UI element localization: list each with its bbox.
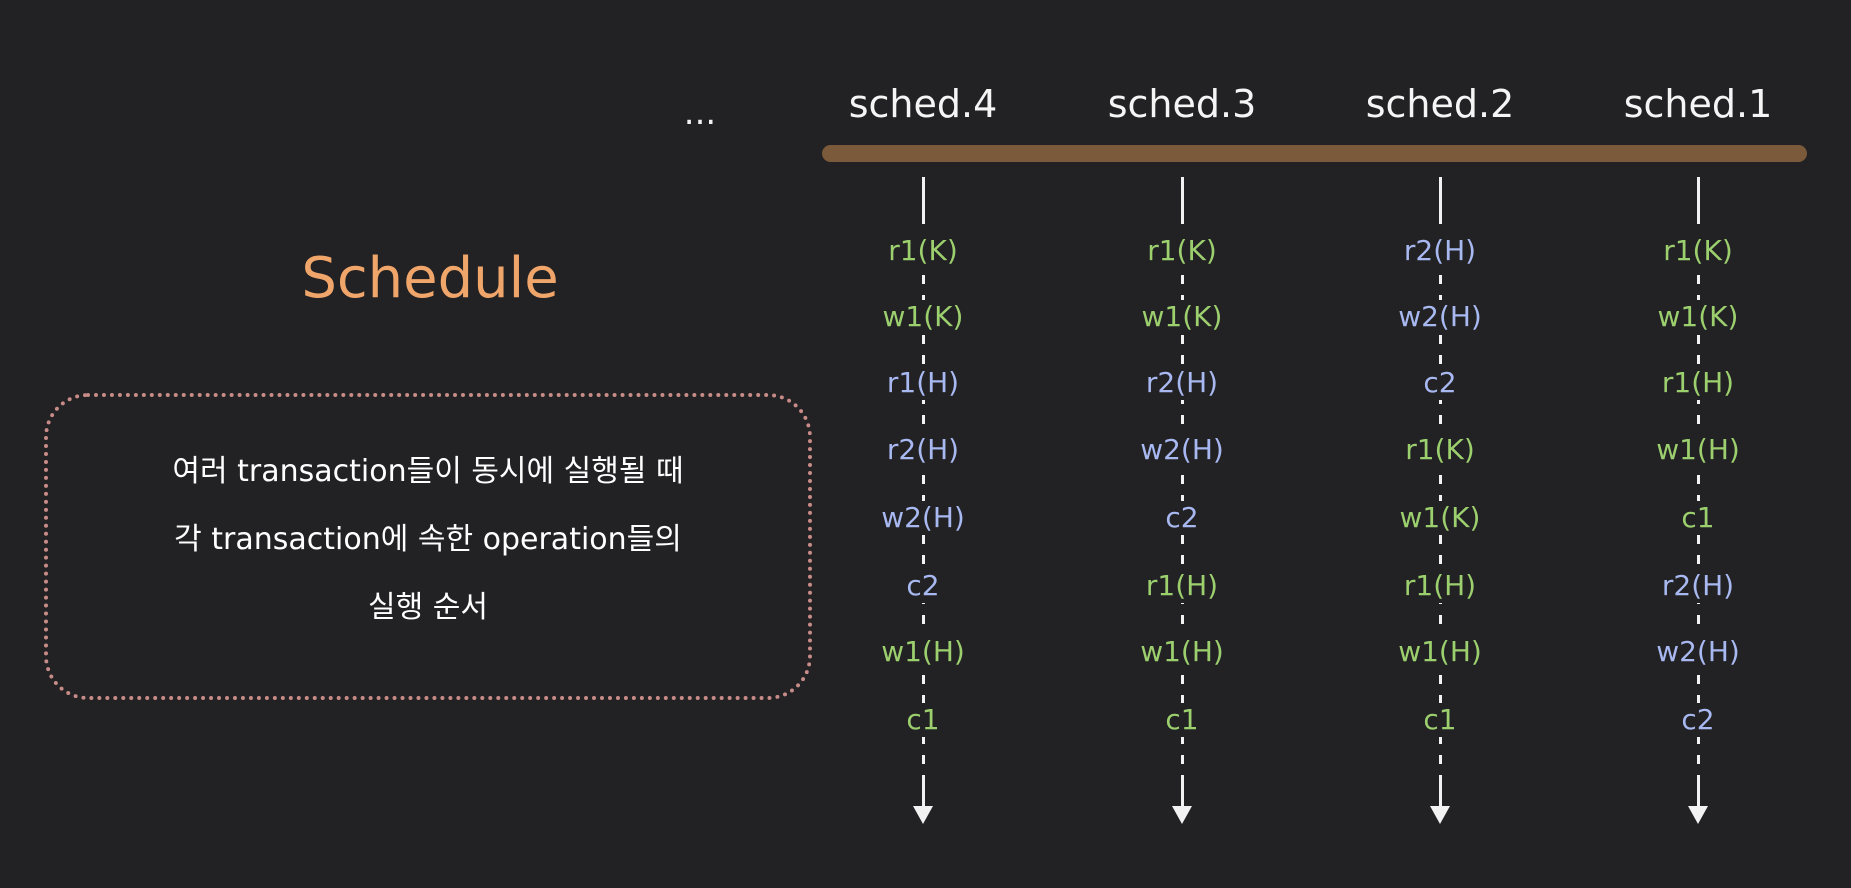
operation: r1(H) — [1618, 366, 1778, 400]
operation: w1(H) — [1102, 635, 1262, 669]
timeline-line-top — [1697, 177, 1700, 215]
timeline-line-top — [1439, 177, 1442, 215]
timeline-line-dashed — [1697, 215, 1700, 777]
operation: c1 — [1360, 703, 1520, 737]
definition-line-1: 여러 transaction들이 동시에 실행될 때 — [172, 454, 684, 489]
operation: r2(H) — [1102, 366, 1262, 400]
timeline-line-dashed — [922, 215, 925, 777]
operation: c2 — [1360, 366, 1520, 400]
operation: w2(H) — [1360, 300, 1520, 334]
operation: w1(H) — [1618, 433, 1778, 467]
timeline-line-bottom — [1181, 777, 1184, 817]
operation: w2(H) — [1102, 433, 1262, 467]
operation: r1(K) — [843, 234, 1003, 268]
timeline-line-bottom — [922, 777, 925, 817]
operation: c1 — [1102, 703, 1262, 737]
operation: c2 — [1618, 703, 1778, 737]
timeline-line-dashed — [1439, 215, 1442, 777]
operation: w1(H) — [1360, 635, 1520, 669]
schedule-header-1: sched.1 — [1623, 82, 1773, 126]
operation: c1 — [1618, 501, 1778, 535]
operation: c2 — [843, 569, 1003, 603]
operation: c1 — [843, 703, 1003, 737]
operation: w1(K) — [843, 300, 1003, 334]
operation: r1(K) — [1360, 433, 1520, 467]
arrow-down-icon — [1430, 806, 1450, 824]
schedule-header-3: sched.3 — [1107, 82, 1257, 126]
operation: w1(K) — [1360, 501, 1520, 535]
operation: r1(H) — [1360, 569, 1520, 603]
schedule-header-2: sched.2 — [1365, 82, 1515, 126]
timeline-line-top — [1181, 177, 1184, 215]
operation: w2(H) — [843, 501, 1003, 535]
operation: w2(H) — [1618, 635, 1778, 669]
timeline-line-bottom — [1697, 777, 1700, 817]
definition-line-2: 각 transaction에 속한 operation들의 — [174, 522, 682, 557]
arrow-down-icon — [1172, 806, 1192, 824]
operation: w1(H) — [843, 635, 1003, 669]
timeline-line-top — [922, 177, 925, 215]
operation: c2 — [1102, 501, 1262, 535]
operation: r2(H) — [843, 433, 1003, 467]
definition-line-3: 실행 순서 — [368, 590, 488, 625]
timeline-line-dashed — [1181, 215, 1184, 777]
definition-box: 여러 transaction들이 동시에 실행될 때 각 transaction… — [44, 393, 812, 700]
page-title: Schedule — [301, 246, 559, 311]
operation: w1(K) — [1618, 300, 1778, 334]
arrow-down-icon — [913, 806, 933, 824]
operation: r1(H) — [843, 366, 1003, 400]
operation: w1(K) — [1102, 300, 1262, 334]
timeline-line-bottom — [1439, 777, 1442, 817]
more-schedules-ellipsis: ... — [683, 93, 717, 133]
timeline-bar — [822, 145, 1807, 162]
operation: r2(H) — [1618, 569, 1778, 603]
operation: r1(K) — [1618, 234, 1778, 268]
arrow-down-icon — [1688, 806, 1708, 824]
schedule-header-4: sched.4 — [848, 82, 998, 126]
operation: r2(H) — [1360, 234, 1520, 268]
operation: r1(K) — [1102, 234, 1262, 268]
operation: r1(H) — [1102, 569, 1262, 603]
